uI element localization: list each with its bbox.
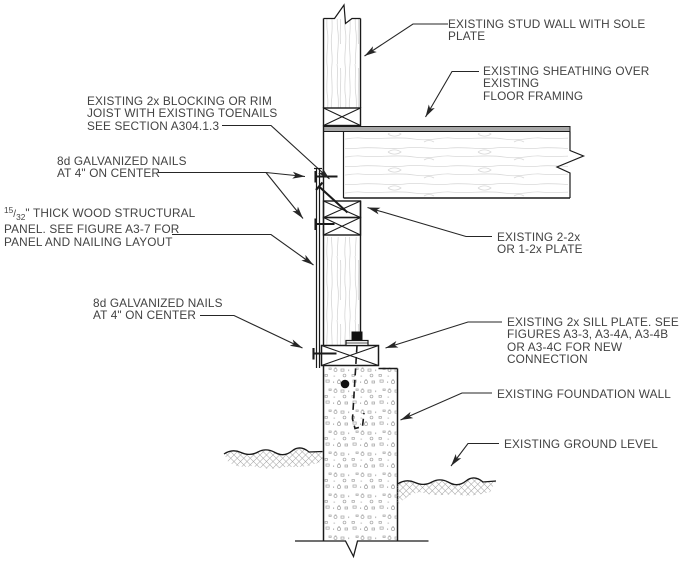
dot-marker <box>340 379 350 389</box>
leader-sheathing <box>425 70 479 118</box>
panel-fraction-numerator: 15 <box>4 205 14 215</box>
anchor-bolt-shank <box>351 345 365 430</box>
break-symbol-bottom <box>295 540 429 559</box>
leader-stud-wall <box>364 23 448 57</box>
callout-nails-upper: 8d GALVANIZED NAILS AT 4" ON CENTER <box>57 154 187 181</box>
break-symbol-right <box>555 131 586 198</box>
sill-plate <box>320 344 380 367</box>
callout-sill-plate: EXISTING 2x SILL PLATE. SEE FIGURES A3-3… <box>507 315 679 366</box>
callout-structural-panel: 15/32" THICK WOOD STRUCTURAL PANEL. SEE … <box>4 204 195 248</box>
ground-level-left <box>223 447 323 469</box>
anchor-bolt-nut <box>351 331 363 341</box>
sole-plate <box>322 107 362 127</box>
leader-nails-lower <box>200 314 303 349</box>
leader-sill-plate <box>385 321 502 349</box>
leader-ground <box>450 442 499 467</box>
panel-nail-sill <box>312 348 337 360</box>
toenail <box>315 181 349 214</box>
foundation-wall <box>295 365 429 559</box>
callout-nails-lower: 8d GALVANIZED NAILS AT 4" ON CENTER <box>93 296 223 323</box>
ground-level-right <box>397 477 497 505</box>
callout-plate-2-2x: EXISTING 2-2x OR 1-2x PLATE <box>497 230 583 257</box>
callout-structural-panel-text: " THICK WOOD STRUCTURAL PANEL. SEE FIGUR… <box>4 206 196 249</box>
leader-blocking <box>222 124 330 180</box>
structural-panel <box>314 167 322 368</box>
floor-sheathing <box>323 126 571 132</box>
leader-foundation <box>400 392 492 421</box>
callout-foundation: EXISTING FOUNDATION WALL <box>497 387 672 401</box>
leader-nails-upper-b <box>265 172 304 219</box>
panel-nail-middle <box>314 218 335 230</box>
anchor-bolt <box>345 331 369 430</box>
floor-framing-grain <box>345 133 568 197</box>
callout-stud-wall: EXISTING STUD WALL WITH SOLE PLATE <box>448 17 646 44</box>
leader-plate-2-2x <box>367 206 492 238</box>
panel-fraction-denominator: 32 <box>16 212 26 222</box>
panel-fraction-separator: / <box>13 209 17 220</box>
leader-structural-panel <box>172 233 314 266</box>
floor-framing <box>342 130 586 199</box>
stud-wall-grain <box>324 19 360 108</box>
callout-blocking: EXISTING 2x BLOCKING OR RIM JOIST WITH E… <box>87 94 278 133</box>
cripple-stud-grain <box>324 237 360 345</box>
existing-stud-wall <box>322 3 362 108</box>
break-symbol-top <box>323 3 361 25</box>
callout-ground: EXISTING GROUND LEVEL <box>504 437 658 451</box>
callout-sheathing: EXISTING SHEATHING OVER EXISTING FLOOR F… <box>483 64 650 103</box>
foundation-concrete-texture <box>324 366 397 541</box>
